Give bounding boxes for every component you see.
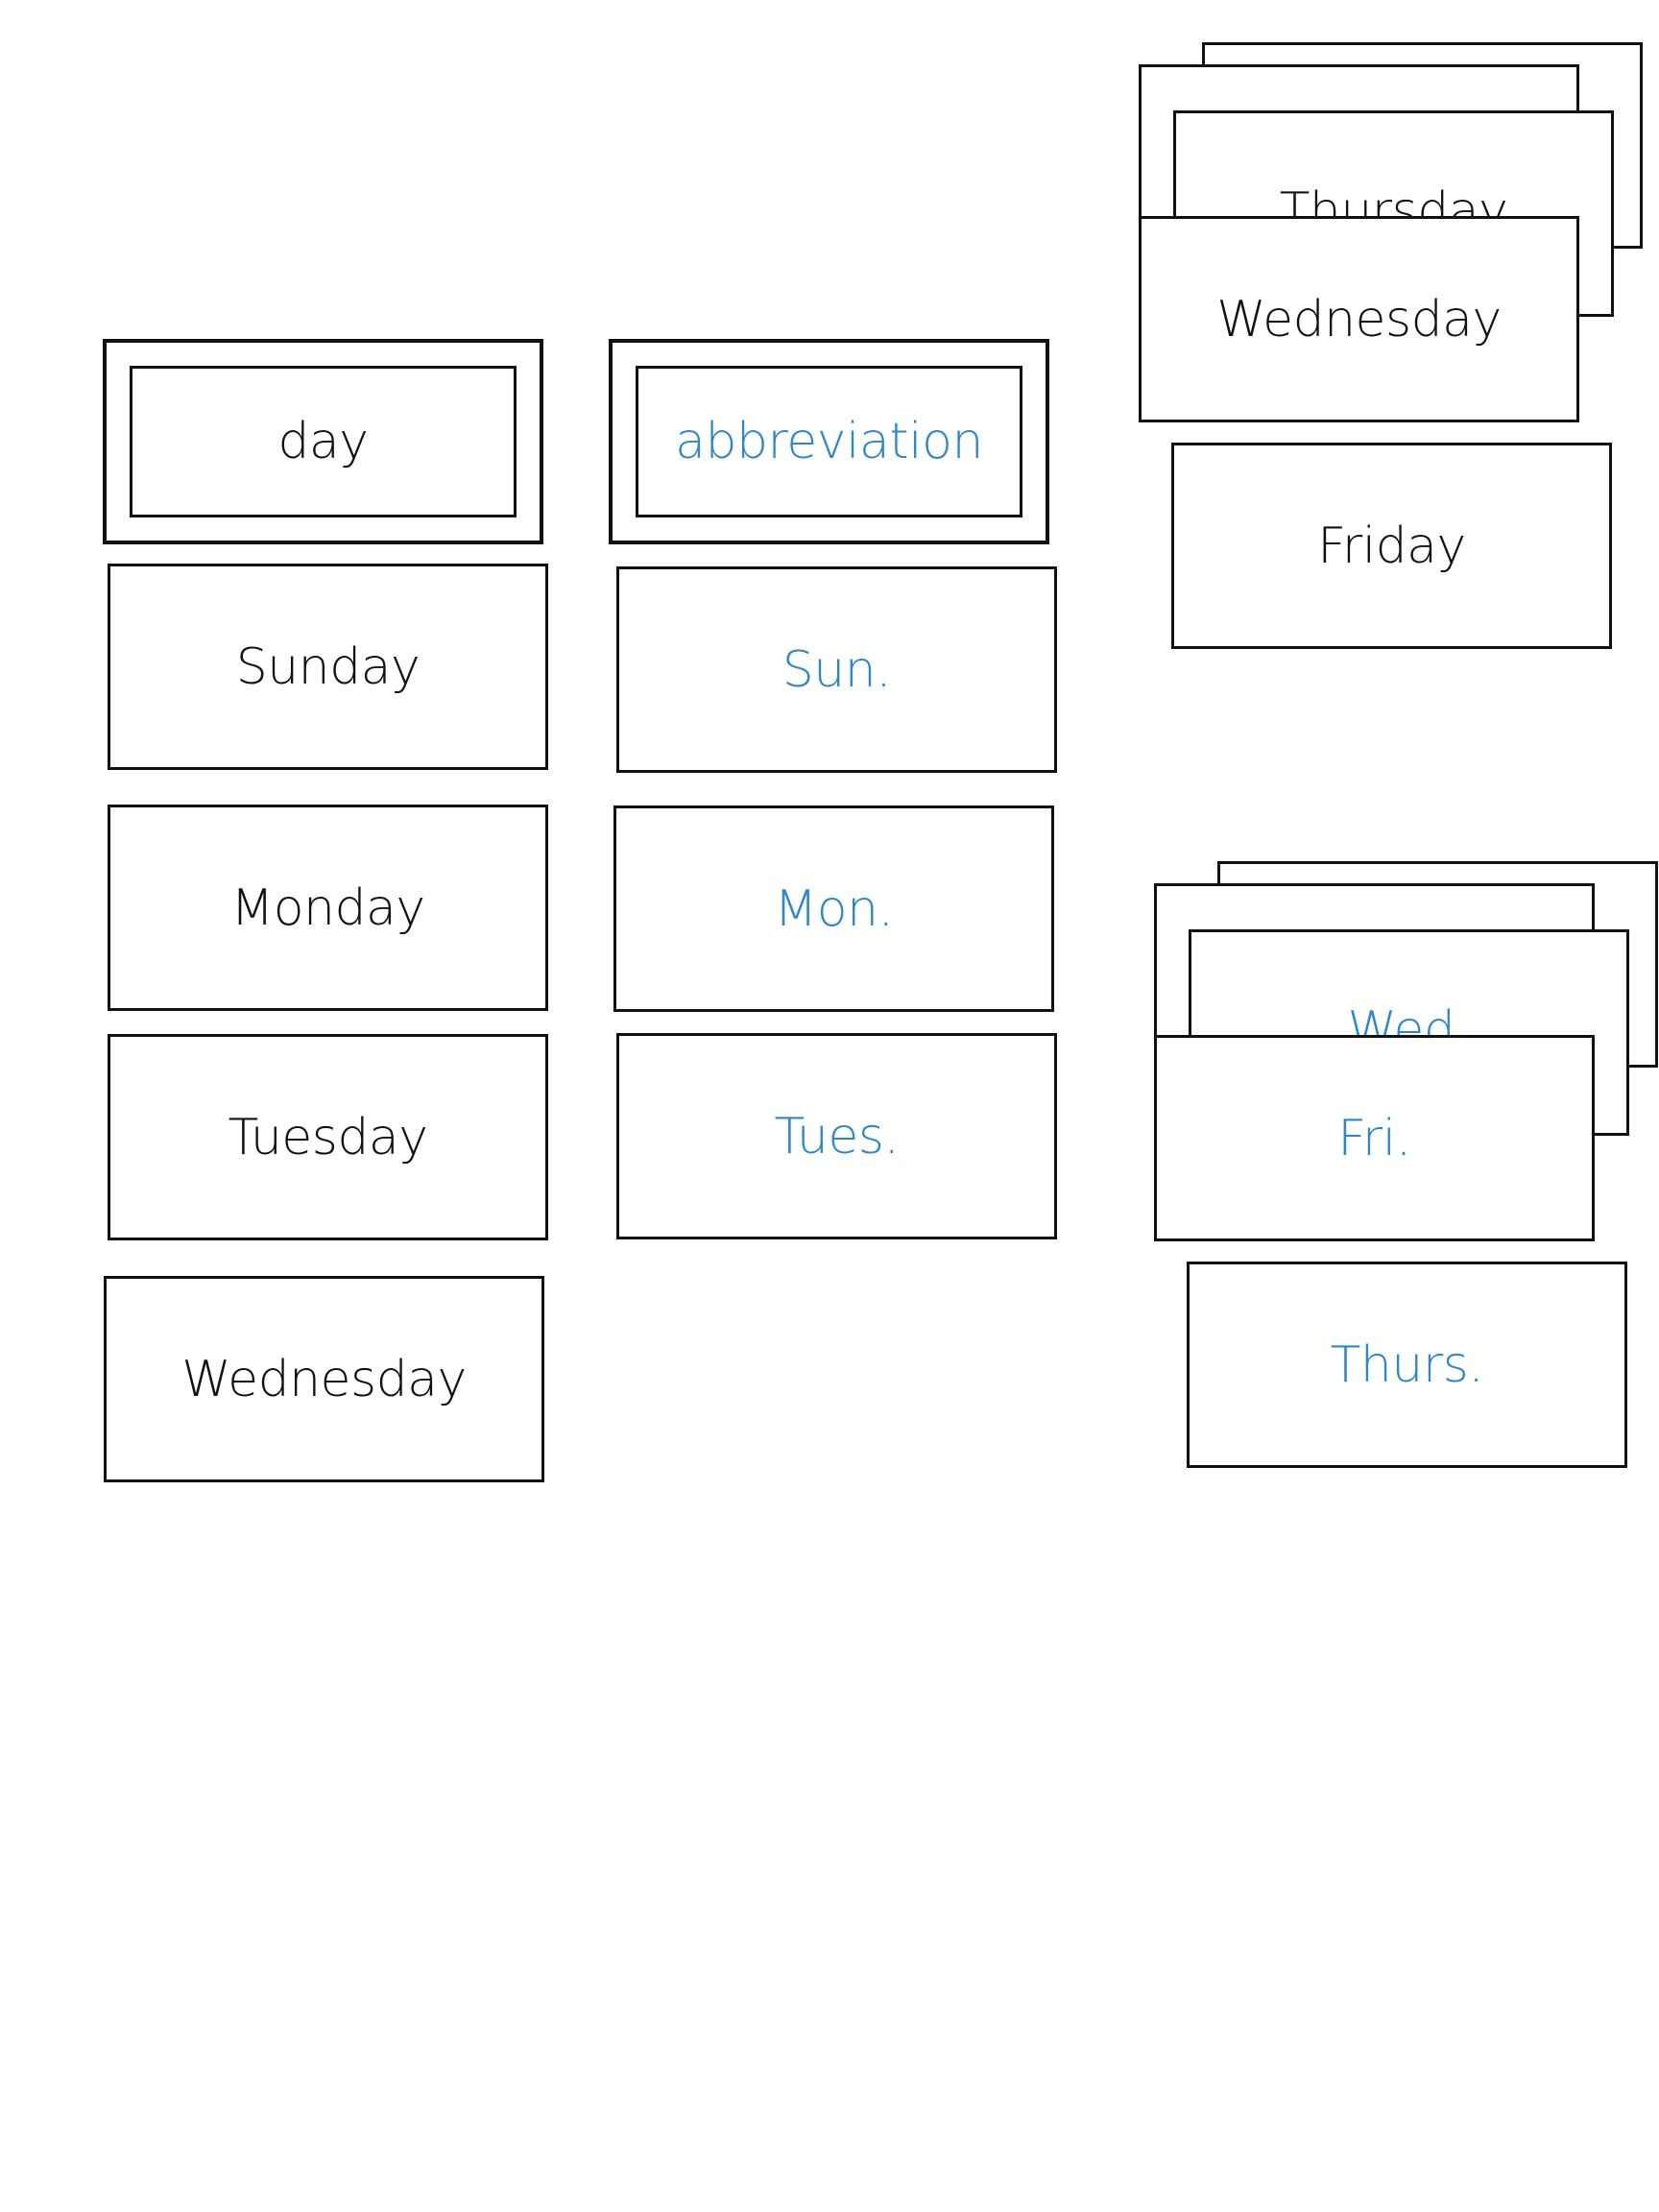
stacked-abbreviation-card-label: Fri. [1337,1109,1411,1167]
abbreviation-card-label: Sun. [781,640,892,699]
abbreviation-card-sun[interactable]: Sun. [616,566,1057,773]
stacked-abbreviation-card-fri[interactable]: Fri. [1154,1035,1595,1241]
day-card-label: Monday [230,878,425,937]
day-card-tuesday[interactable]: Tuesday [108,1034,548,1240]
abbreviation-card-thurs[interactable]: Thurs. [1187,1262,1627,1468]
stacked-day-card-label: Wednesday [1216,290,1502,349]
abbreviation-card-label: Tues. [774,1107,900,1166]
day-card-wednesday[interactable]: Wednesday [104,1276,544,1482]
day-header-label: day [277,413,369,470]
day-header-inner-frame: day [130,366,517,517]
day-header-card[interactable]: day [103,339,543,544]
day-card-label: Sunday [235,637,421,696]
abbreviation-card-label: Mon. [774,879,894,938]
day-card-friday[interactable]: Friday [1171,443,1612,649]
day-card-sunday[interactable]: Sunday [108,564,548,770]
abbreviation-card-label: Thurs. [1330,1335,1484,1394]
abbreviation-card-tues[interactable]: Tues. [616,1033,1057,1239]
abbreviation-header-inner-frame: abbreviation [636,366,1022,517]
stacked-day-card-wednesday[interactable]: Wednesday [1139,216,1579,422]
day-card-monday[interactable]: Monday [108,805,548,1011]
abbreviation-card-mon[interactable]: Mon. [613,805,1054,1012]
abbreviation-header-card[interactable]: abbreviation [609,339,1049,544]
day-card-label: Tuesday [228,1108,428,1166]
day-card-label: Wednesday [181,1350,467,1408]
day-card-label: Friday [1317,517,1466,575]
abbreviation-header-label: abbreviation [675,413,983,470]
